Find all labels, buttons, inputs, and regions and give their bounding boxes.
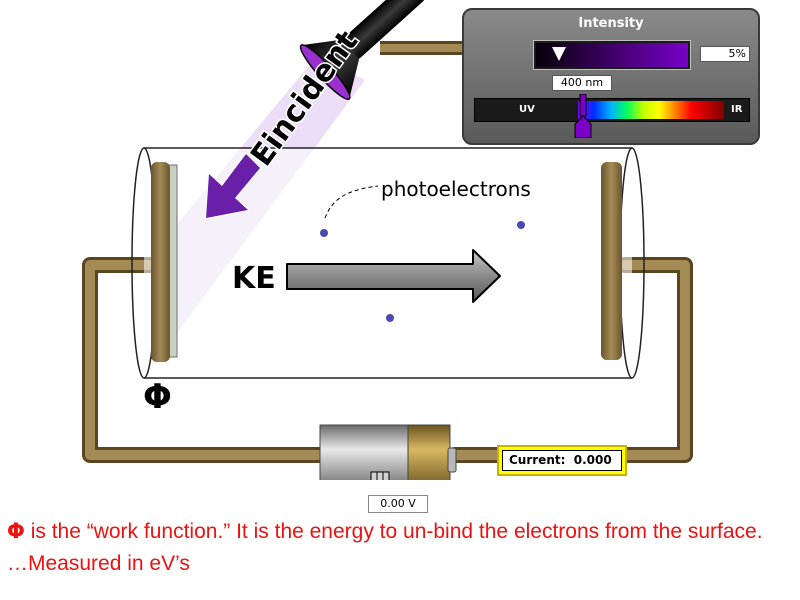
battery-icon[interactable] [319,424,457,480]
intensity-slider-thumb[interactable] [552,47,566,61]
emitter-plate [151,162,170,362]
photoelectron-pointer [324,185,379,219]
current-value: 0.000 [573,453,612,467]
emitter-surface [168,164,178,358]
uv-label: UV [519,104,535,115]
collector-plate [601,162,622,360]
intensity-value-field[interactable]: 5% [700,46,750,62]
intensity-control-panel: Intensity 5% 400 nm UV IR [462,8,760,145]
intensity-slider[interactable] [533,40,691,70]
current-readout: Current: 0.000 [502,450,622,471]
intensity-title: Intensity [578,16,644,31]
photoelectrons-label: photoelectrons [381,177,531,201]
electron [517,221,525,229]
kinetic-energy-arrow [286,249,501,303]
spectrum-gradient [578,101,724,119]
incident-arrow [204,152,262,220]
flashlight-lamp-icon[interactable] [296,0,442,103]
kinetic-energy-label: KE [232,261,276,296]
battery-voltage-readout[interactable]: 0.00 V [368,495,428,513]
wavelength-slider[interactable]: UV IR [474,98,750,122]
caption-phi-symbol: Φ [7,519,25,543]
wavelength-readout: 400 nm [552,75,612,91]
work-function-caption: Φ is the “work function.” It is the ener… [7,515,787,580]
work-function-symbol: Φ [143,377,172,417]
caption-text: is the “work function.” It is the energy… [7,520,763,575]
current-label: Current: [509,453,566,467]
current-meter: Current: 0.000 [497,445,627,476]
ir-label: IR [731,104,743,115]
electron [386,314,394,322]
electron [320,229,328,237]
wavelength-slider-thumb[interactable] [574,94,592,138]
photoelectric-apparatus: Eincident photoelectrons KE Φ [82,0,693,480]
